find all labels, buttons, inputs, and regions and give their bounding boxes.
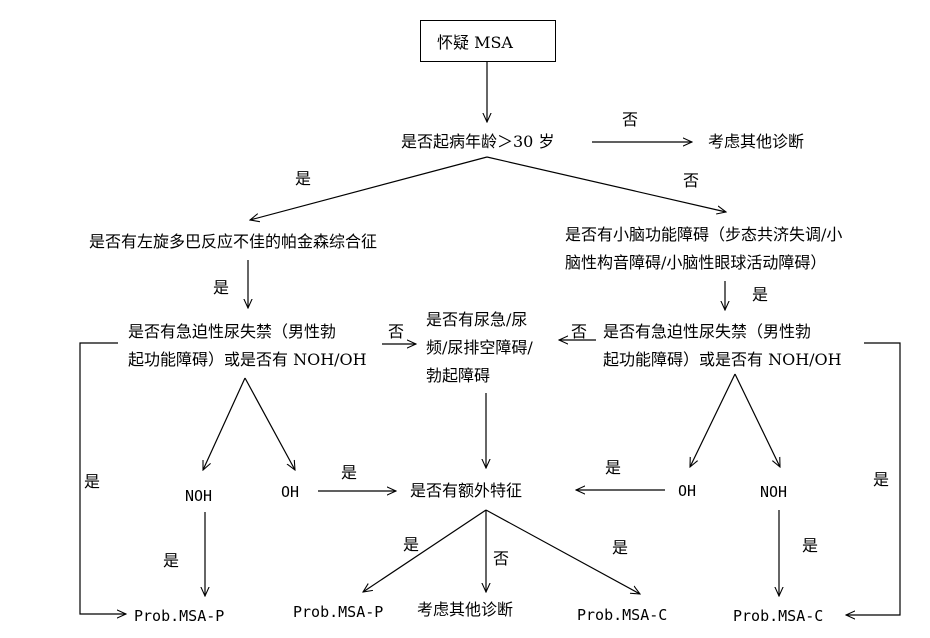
edge-label-extra-yes-right: 是 xyxy=(612,538,629,557)
edge-label-righturge-no: 否 xyxy=(571,322,588,341)
edge-label-age-no-right: 否 xyxy=(683,171,700,190)
edge-label-right-oh-yes: 是 xyxy=(605,458,622,477)
outcome-mid-msa-c: Prob.MSA-C xyxy=(577,606,668,624)
right-noh-node: NOH xyxy=(760,483,788,501)
left-noh-node: NOH xyxy=(185,487,213,505)
outcome-mid-msa-p: Prob.MSA-P xyxy=(293,603,384,621)
arrow-extra-to-msap xyxy=(363,509,487,592)
edge-label-rightq-yes: 是 xyxy=(752,285,769,304)
arrow-righturge-to-oh xyxy=(690,373,736,467)
arrow-age-to-left xyxy=(250,156,488,220)
arrow-left-loop xyxy=(79,342,126,614)
mid-urinary-question-line1: 是否有尿急/尿 xyxy=(426,310,528,329)
start-node: 怀疑 MSA xyxy=(437,33,513,52)
other-diagnosis-top: 考虑其他诊断 xyxy=(708,132,805,151)
edge-label-left-loop-yes: 是 xyxy=(84,472,101,491)
left-urge-question-line2: 起功能障碍）或是否有 NOH/OH xyxy=(128,350,367,369)
edge-label-extra-no: 否 xyxy=(493,549,510,568)
arrow-right-loop xyxy=(846,342,901,615)
right-urge-question-line2: 起功能障碍）或是否有 NOH/OH xyxy=(603,350,842,369)
start-box xyxy=(420,20,556,62)
right-oh-node: OH xyxy=(678,482,697,500)
edge-label-lefturge-no: 否 xyxy=(388,322,405,341)
extra-features-question: 是否有额外特征 xyxy=(410,481,523,500)
mid-urinary-question-line2: 频/尿排空障碍/ xyxy=(426,338,533,357)
edge-label-left-noh-yes: 是 xyxy=(163,551,180,570)
right-urge-question-line1: 是否有急迫性尿失禁（男性勃 xyxy=(603,322,812,341)
edge-label-leftq-yes: 是 xyxy=(213,278,230,297)
age-question: 是否起病年龄＞30 岁 xyxy=(401,132,555,151)
left-oh-node: OH xyxy=(281,483,300,501)
edge-label-extra-yes-left: 是 xyxy=(403,535,420,554)
outcome-left-msa-p: Prob.MSA-P xyxy=(134,607,225,625)
left-urge-question-line1: 是否有急迫性尿失禁（男性勃 xyxy=(128,322,337,341)
arrow-righturge-to-noh xyxy=(734,373,780,467)
outcome-other-diagnosis: 考虑其他诊断 xyxy=(417,600,514,619)
mid-urinary-question-line3: 勃起障碍 xyxy=(426,366,491,385)
right-cerebellar-question-line1: 是否有小脑功能障碍（步态共济失调/小 xyxy=(565,225,843,244)
right-cerebellar-question-line2: 脑性构音障碍/小脑性眼球活动障碍） xyxy=(565,253,827,272)
arrow-lefturge-to-oh xyxy=(244,377,295,470)
edge-label-right-noh-yes: 是 xyxy=(802,536,819,555)
arrow-age-to-right xyxy=(486,156,726,212)
edge-label-right-loop-yes: 是 xyxy=(873,470,890,489)
edge-label-age-no: 否 xyxy=(622,110,639,129)
arrow-extra-to-msac xyxy=(485,509,640,594)
edge-label-left-oh-yes: 是 xyxy=(341,463,358,482)
edge-label-age-yes-left: 是 xyxy=(295,169,312,188)
arrow-lefturge-to-noh xyxy=(202,377,246,470)
left-parkinsonism-question: 是否有左旋多巴反应不佳的帕金森综合征 xyxy=(89,232,378,251)
outcome-right-msa-c: Prob.MSA-C xyxy=(733,607,824,625)
